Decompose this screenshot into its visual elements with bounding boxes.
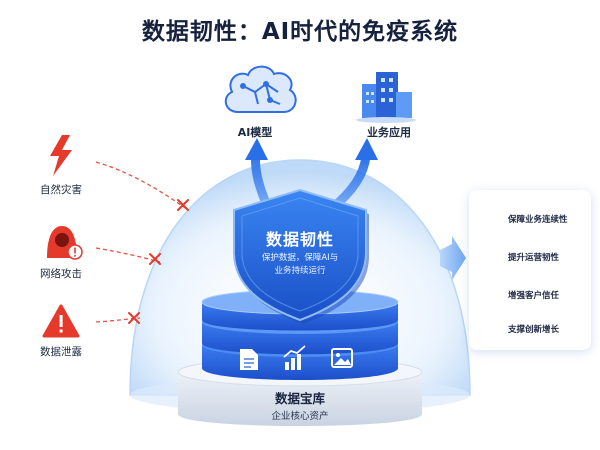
benefits-panel: 保障业务连续性 提升运营韧性 增强客户信任 支撑创新增长 xyxy=(469,190,591,350)
hacker-icon xyxy=(47,226,83,260)
warning-icon xyxy=(42,304,80,338)
benefit-label: 提升运营韧性 xyxy=(508,253,560,263)
image-icon xyxy=(331,348,353,368)
shield-subtitle: 保护数据，保障AI与 业务持续运行 xyxy=(244,252,356,278)
benefit-innovation-growth: 支撑创新增长 xyxy=(479,317,589,341)
benefit-customer-trust: 增强客户信任 xyxy=(479,283,589,307)
benefit-business-continuity: 保障业务连续性 xyxy=(479,207,589,231)
shield-subtitle-line-1: 保护数据，保障AI与 xyxy=(261,253,339,263)
vault-subtitle: 企业核心资产 xyxy=(271,411,329,422)
benefit-operational-resilience: 提升运营韧性 xyxy=(479,245,589,269)
threat-label: 网络攻击 xyxy=(40,268,82,280)
document-icon xyxy=(240,349,258,370)
shield-title: 数据韧性 xyxy=(265,230,334,249)
threat-data-leak: 数据泄露 xyxy=(26,340,96,359)
blocked-mark-2 xyxy=(149,253,161,265)
threat-natural-disaster: 自然灾害 xyxy=(26,178,96,197)
vault-title: 数据宝库 xyxy=(274,391,325,406)
attack-line-disaster xyxy=(95,161,189,211)
blocked-mark-1 xyxy=(177,199,189,211)
shield-subtitle-line-2: 业务持续运行 xyxy=(274,266,326,276)
chart-icon xyxy=(283,345,306,370)
benefit-label: 支撑创新增长 xyxy=(508,325,560,335)
business-app-label: 业务应用 xyxy=(367,126,411,139)
benefit-label: 保障业务连续性 xyxy=(508,215,568,225)
arrow-head-business-app xyxy=(355,138,378,160)
threat-cyber-attack: 网络攻击 xyxy=(26,262,96,281)
ai-model-label: AI模型 xyxy=(237,126,273,139)
blocked-markers xyxy=(128,199,189,324)
benefits-arrow xyxy=(440,236,466,280)
blocked-mark-3 xyxy=(128,312,140,324)
arrow-head-ai-model xyxy=(245,138,268,160)
threat-label: 数据泄露 xyxy=(40,346,82,358)
resilience-shield xyxy=(233,188,369,324)
benefit-label: 增强客户信任 xyxy=(508,291,560,301)
attack-lines xyxy=(95,161,189,323)
buildings-icon xyxy=(356,72,416,123)
page-title: 数据韧性：AI时代的免疫系统 xyxy=(141,19,459,45)
brain-icon xyxy=(224,65,297,113)
threat-label: 自然灾害 xyxy=(40,184,82,196)
attack-line-leak xyxy=(95,317,141,323)
lightning-icon xyxy=(50,135,72,176)
